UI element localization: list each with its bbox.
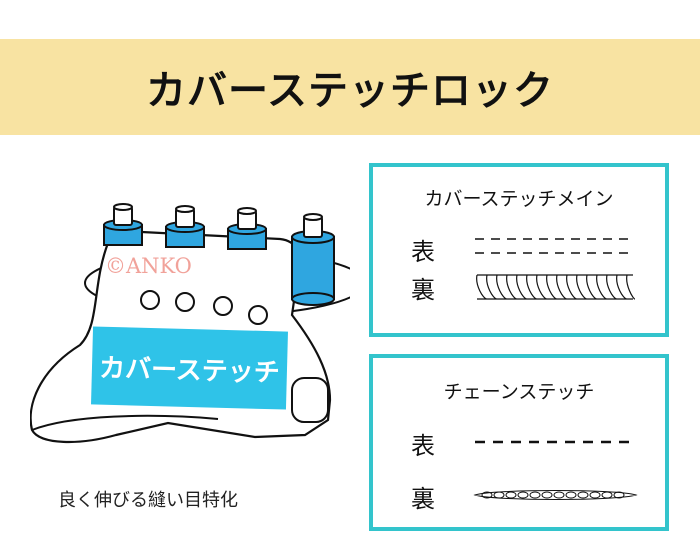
back-label: 裏 [411, 276, 435, 304]
back-label: 裏 [411, 485, 435, 513]
dial-4 [248, 305, 268, 325]
dial-2 [175, 292, 195, 312]
watermark: ©ANKO [105, 254, 192, 278]
back-coil-stitch [476, 274, 636, 300]
dial-1 [140, 290, 160, 310]
machine-label: カバーステッチ [91, 326, 288, 410]
thread-spool-2 [165, 205, 205, 248]
machine-lip [31, 414, 219, 431]
front-label: 表 [411, 432, 435, 460]
front-label: 表 [411, 238, 435, 266]
panel-title: カバーステッチメイン [424, 188, 614, 210]
hand-wheel [291, 377, 329, 423]
front-double-dashed-stitch [475, 238, 633, 254]
front-dashed-stitch [475, 440, 635, 444]
title-banner: カバーステッチロック [0, 39, 700, 135]
panel-chain-stitch: チェーンステッチ 表 裏 [369, 354, 669, 531]
panel-cover-stitch-main: カバーステッチメイン 表 裏 [369, 163, 669, 337]
back-chain-stitch [473, 490, 638, 500]
thread-spool-3 [227, 207, 267, 250]
caption: 良く伸びる縫い目特化 [58, 490, 238, 511]
thread-spool-4 [291, 213, 335, 306]
panel-title: チェーンステッチ [443, 381, 595, 403]
dial-3 [213, 296, 233, 316]
thread-spool-1 [103, 203, 143, 246]
page-title: カバーステッチロック [146, 68, 554, 114]
